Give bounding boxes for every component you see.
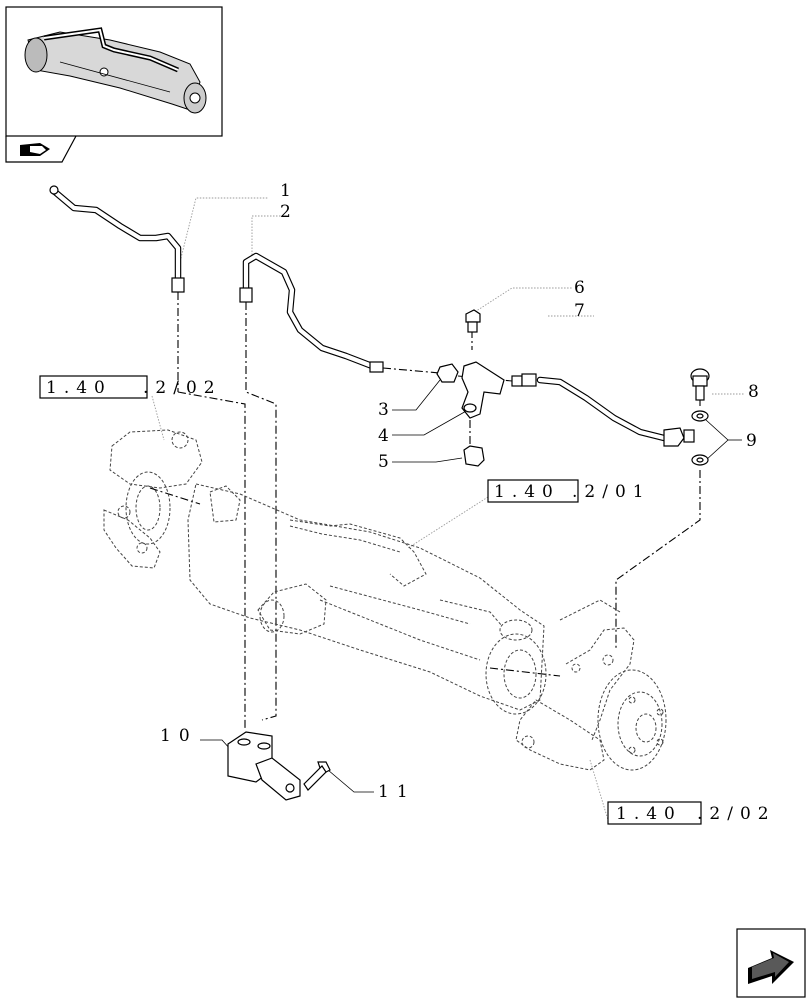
callout-3: 3 bbox=[378, 400, 391, 420]
callout-1: 1 bbox=[280, 181, 293, 201]
callout-5: 5 bbox=[378, 452, 391, 472]
reference-suffix-text: .2/02 bbox=[143, 378, 222, 398]
part-5-nut[interactable] bbox=[463, 445, 485, 467]
part-11-bolt[interactable] bbox=[303, 761, 331, 791]
part-3-nut[interactable] bbox=[436, 363, 459, 383]
book-arrow-icon[interactable] bbox=[5, 135, 77, 163]
next-page-arrow-icon[interactable] bbox=[736, 928, 806, 998]
part-10-connector-block[interactable] bbox=[227, 731, 301, 801]
brake-pipe-1[interactable] bbox=[49, 185, 185, 293]
part-9-washers[interactable] bbox=[691, 410, 709, 466]
axle-assembly-thumbnail bbox=[24, 27, 207, 114]
callout-8: 8 bbox=[748, 382, 761, 402]
reference-boxed-text: 1.40 bbox=[616, 804, 682, 824]
part-8-banjo-bolt[interactable] bbox=[690, 368, 710, 401]
axle-housing-ghost bbox=[103, 429, 667, 771]
callout-10: 10 bbox=[160, 726, 198, 746]
reference-label[interactable]: 1.40 .2/02 bbox=[607, 801, 776, 825]
reference-boxed-text: 1.40 bbox=[494, 482, 560, 502]
reference-boxed-text: 1.40 bbox=[46, 378, 112, 398]
callout-2: 2 bbox=[280, 202, 293, 222]
thumbnail-panel[interactable] bbox=[5, 6, 223, 137]
brake-pipe-2[interactable] bbox=[239, 252, 384, 373]
part-6-bolt[interactable] bbox=[465, 309, 481, 333]
callout-9: 9 bbox=[746, 431, 759, 451]
reference-label[interactable]: 1.40 .2/01 bbox=[487, 479, 651, 503]
callout-11: 11 bbox=[378, 782, 416, 802]
reference-label[interactable]: 1.40 .2/02 bbox=[39, 375, 222, 399]
callout-7: 7 bbox=[574, 301, 587, 321]
reference-suffix-text: .2/01 bbox=[572, 482, 651, 502]
callout-6: 6 bbox=[574, 278, 587, 298]
reference-suffix-text: .2/02 bbox=[697, 804, 776, 824]
callout-4: 4 bbox=[378, 426, 391, 446]
part-4-bracket[interactable] bbox=[461, 361, 505, 419]
brake-hose-7[interactable] bbox=[511, 373, 695, 447]
